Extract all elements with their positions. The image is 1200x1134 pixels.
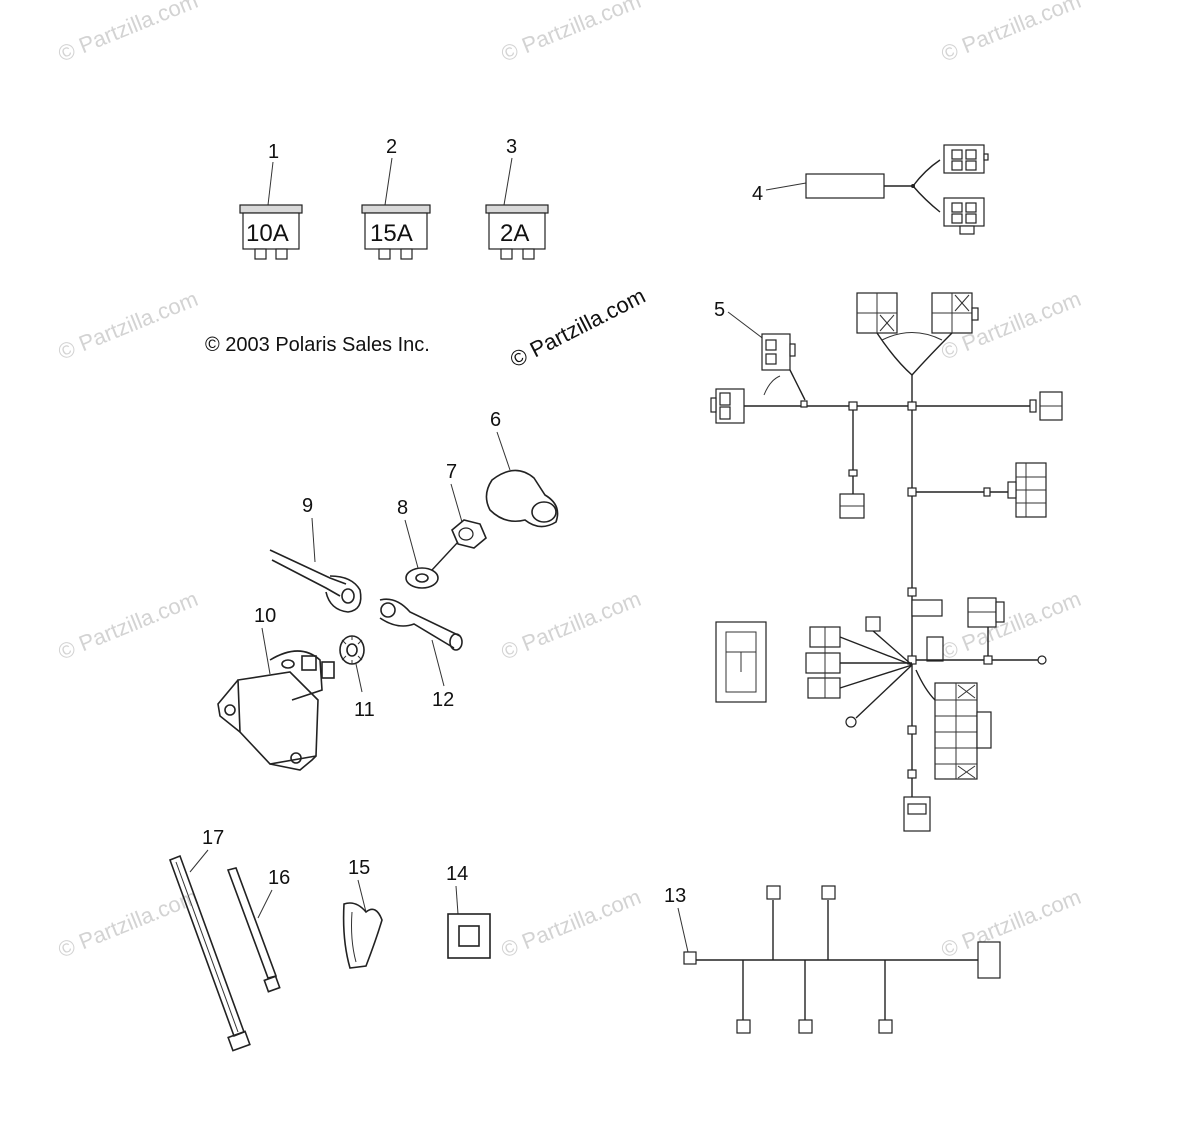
pad-14[interactable]: 14 [446,863,491,959]
callout-11: 11 [354,699,375,721]
watermark: © Partzilla.com [938,0,1085,67]
watermark: © Partzilla.com [55,884,202,963]
callout-8: 8 [397,497,408,519]
main-harness-5[interactable]: 5 [710,292,1063,832]
callout-16: 16 [268,867,290,889]
callout-17: 17 [202,827,224,849]
watermark: © Partzilla.com [55,586,202,665]
clip-15[interactable]: 15 [342,857,383,969]
callout-13: 13 [664,885,686,907]
terminal-boot-6[interactable]: 6 [485,409,559,528]
fuse-1[interactable]: 1 10A [239,141,303,260]
watermark: © Partzilla.com [938,884,1085,963]
adapter-harness-4[interactable]: 4 [752,144,989,235]
cable-tie-17[interactable]: 17 [168,827,251,1052]
fuse-rating: 10A [246,220,289,247]
callout-12: 12 [432,689,454,711]
cable-12[interactable]: 12 [379,598,463,711]
callout-14: 14 [446,863,468,885]
fuse-3[interactable]: 3 2A [485,136,549,260]
star-washer-11[interactable]: 11 [339,635,375,721]
nut-7[interactable]: 7 [431,461,487,571]
callout-2: 2 [386,136,397,158]
watermark: © Partzilla.com [498,0,645,67]
watermark: © Partzilla.com [55,286,202,365]
callout-15: 15 [348,857,370,879]
watermark: © Partzilla.com [938,586,1085,665]
callout-9: 9 [302,495,313,517]
callout-4: 4 [752,183,763,205]
callout-10: 10 [254,605,276,627]
callout-7: 7 [446,461,457,483]
watermark: © Partzilla.com [498,884,645,963]
fuse-rating: 2A [500,220,529,247]
fuse-2[interactable]: 2 15A [361,136,431,260]
callout-5: 5 [714,299,725,321]
fuse-rating: 15A [370,220,413,247]
watermark: © Partzilla.com [55,0,202,67]
cable-9[interactable]: 9 [269,495,362,613]
watermark: © Partzilla.com [498,586,645,665]
harness-13[interactable]: 13 [664,885,1001,1034]
callout-3: 3 [506,136,517,158]
callout-1: 1 [268,141,279,163]
cable-tie-16[interactable]: 16 [226,867,290,993]
callout-6: 6 [490,409,501,431]
watermark-main: © Partzilla.com [506,283,649,373]
copyright-notice: © 2003 Polaris Sales Inc. [205,334,430,356]
washer-8[interactable]: 8 [397,497,439,589]
solenoid-10[interactable]: 10 [217,605,335,771]
